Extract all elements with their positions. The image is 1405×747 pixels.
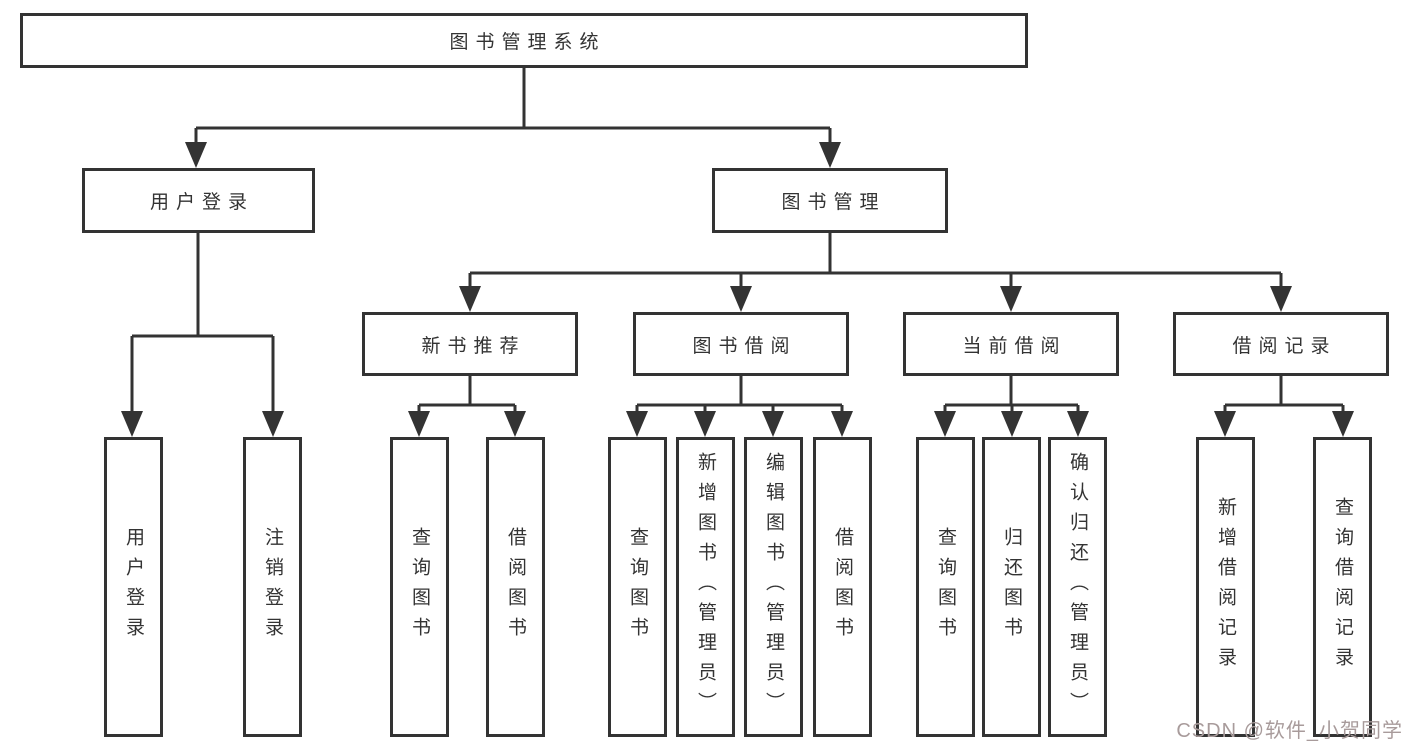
arrow-icon bbox=[934, 411, 956, 437]
watermark: CSDN @软件_小贺同学 bbox=[1176, 720, 1403, 742]
leaf-label: 查询图书 bbox=[935, 527, 956, 647]
connector-newbook-to-leaves bbox=[417, 376, 517, 431]
connector-userlogin-to-leaves bbox=[130, 233, 275, 431]
leaf-label: 编辑图书（管理员） bbox=[763, 452, 784, 722]
leaf-edit-books-admin: 编辑图书（管理员） bbox=[744, 437, 803, 737]
leaf-query-borrow-record: 查询借阅记录 bbox=[1313, 437, 1372, 737]
leaf-logout: 注销登录 bbox=[243, 437, 302, 737]
leaf-label: 新增借阅记录 bbox=[1215, 497, 1236, 677]
arrow-icon bbox=[185, 142, 207, 168]
leaf-label: 新增图书（管理员） bbox=[695, 452, 716, 722]
arrow-icon bbox=[459, 286, 481, 312]
connector-bookmgmt-to-level3 bbox=[468, 233, 1283, 306]
leaf-return-books: 归还图书 bbox=[982, 437, 1041, 737]
arrowheads bbox=[121, 142, 1354, 437]
arrow-icon bbox=[819, 142, 841, 168]
node-user-login: 用户登录 bbox=[82, 168, 315, 233]
leaf-label: 确认归还（管理员） bbox=[1067, 452, 1088, 722]
node-current-borrow: 当前借阅 bbox=[903, 312, 1119, 376]
leaf-label: 借阅图书 bbox=[832, 527, 853, 647]
arrow-icon bbox=[1332, 411, 1354, 437]
arrow-icon bbox=[1001, 411, 1023, 437]
leaf-borrow-books-recommend: 借阅图书 bbox=[486, 437, 545, 737]
leaf-label: 注销登录 bbox=[262, 527, 283, 647]
arrow-icon bbox=[1214, 411, 1236, 437]
arrow-icon bbox=[1067, 411, 1089, 437]
arrow-icon bbox=[730, 286, 752, 312]
leaf-label: 查询图书 bbox=[409, 527, 430, 647]
leaf-add-borrow-record: 新增借阅记录 bbox=[1196, 437, 1255, 737]
connector-records-to-leaves bbox=[1223, 376, 1345, 431]
connector-root-to-level2 bbox=[194, 68, 832, 162]
node-book-management: 图书管理 bbox=[712, 168, 948, 233]
leaf-label: 借阅图书 bbox=[505, 527, 526, 647]
arrow-icon bbox=[626, 411, 648, 437]
leaf-query-books-recommend: 查询图书 bbox=[390, 437, 449, 737]
leaf-confirm-return-admin: 确认归还（管理员） bbox=[1048, 437, 1107, 737]
leaf-user-login: 用户登录 bbox=[104, 437, 163, 737]
leaf-query-books-current: 查询图书 bbox=[916, 437, 975, 737]
arrow-icon bbox=[121, 411, 143, 437]
arrow-icon bbox=[762, 411, 784, 437]
connector-bookborrow-to-leaves bbox=[635, 376, 844, 431]
node-library-system: 图书管理系统 bbox=[20, 13, 1028, 68]
node-book-borrow: 图书借阅 bbox=[633, 312, 849, 376]
leaf-label: 归还图书 bbox=[1001, 527, 1022, 647]
leaf-label: 用户登录 bbox=[123, 527, 144, 647]
arrow-icon bbox=[1270, 286, 1292, 312]
leaf-label: 查询借阅记录 bbox=[1332, 497, 1353, 677]
arrow-icon bbox=[694, 411, 716, 437]
node-borrow-records: 借阅记录 bbox=[1173, 312, 1389, 376]
leaf-borrow-books: 借阅图书 bbox=[813, 437, 872, 737]
leaf-add-books-admin: 新增图书（管理员） bbox=[676, 437, 735, 737]
leaf-query-books-borrow: 查询图书 bbox=[608, 437, 667, 737]
arrow-icon bbox=[504, 411, 526, 437]
arrow-icon bbox=[831, 411, 853, 437]
leaf-label: 查询图书 bbox=[627, 527, 648, 647]
arrow-icon bbox=[408, 411, 430, 437]
node-new-book-recommend: 新书推荐 bbox=[362, 312, 578, 376]
arrow-icon bbox=[1000, 286, 1022, 312]
arrow-icon bbox=[262, 411, 284, 437]
